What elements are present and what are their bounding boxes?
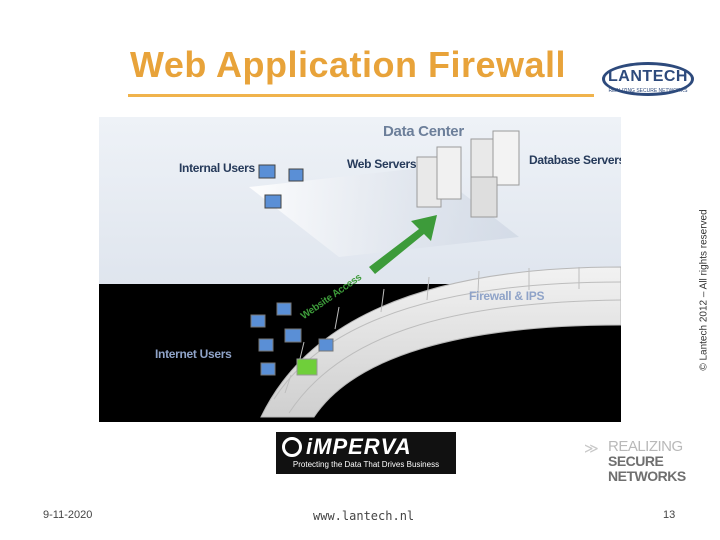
logo-oval xyxy=(602,62,694,96)
diagram-graphic xyxy=(99,117,621,422)
imperva-logo: iMPERVA Protecting the Data That Drives … xyxy=(276,432,456,474)
double-chevron-icon: ≫ xyxy=(584,440,599,456)
realizing-line2: SECURE xyxy=(608,453,664,469)
server-icons xyxy=(416,130,520,218)
label-database-servers: Database Servers xyxy=(529,153,621,167)
logo-name: LANTECH xyxy=(608,68,688,85)
network-diagram: Data Center Web Servers Database Servers… xyxy=(99,117,621,422)
internal-user-icons xyxy=(258,164,304,209)
title-underline xyxy=(128,94,594,97)
footer-date: 9-11-2020 xyxy=(43,509,93,521)
label-internet-users: Internet Users xyxy=(155,347,232,361)
realizing-line1: REALIZING xyxy=(608,438,683,455)
label-firewall-ips: Firewall & IPS xyxy=(469,289,545,303)
slide-title: Web Application Firewall xyxy=(130,44,567,85)
internet-user-icons xyxy=(250,302,334,376)
imperva-tagline: Protecting the Data That Drives Business xyxy=(292,460,440,469)
imperva-circle-icon xyxy=(282,437,302,457)
imperva-brand: iMPERVA xyxy=(306,434,412,459)
realizing-secure-networks-logo: ≫ REALIZING SECURE NETWORKS xyxy=(584,438,694,488)
label-web-servers: Web Servers xyxy=(347,157,417,171)
page-number: 13 xyxy=(663,509,676,521)
realizing-line3: NETWORKS xyxy=(608,468,686,484)
copyright-notice: © Lantech 2012 – All rights reserved xyxy=(698,209,710,371)
footer-url[interactable]: www.lantech.nl xyxy=(313,509,415,523)
lantech-logo: LANTECH REALIZING SECURE NETWORKS xyxy=(600,58,696,104)
label-internal-users: Internal Users xyxy=(179,161,255,175)
logo-tagline: REALIZING SECURE NETWORKS xyxy=(608,88,688,94)
label-data-center: Data Center xyxy=(383,123,464,140)
access-arrow xyxy=(369,215,437,274)
